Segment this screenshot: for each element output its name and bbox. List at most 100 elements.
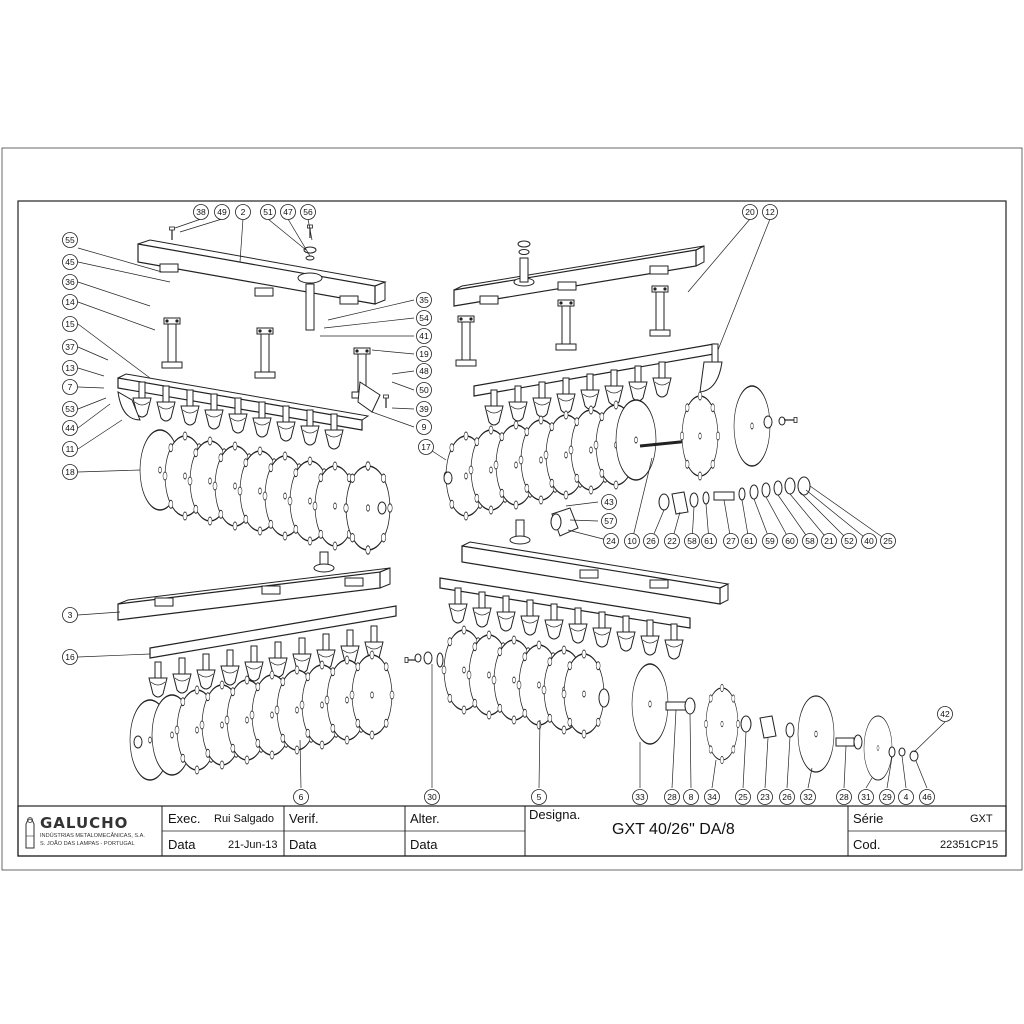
callout-37: 37 [62, 339, 78, 355]
callout-44: 44 [62, 420, 78, 436]
callout-16-label: 16 [65, 652, 75, 662]
data-value: 21-Jun-13 [228, 839, 278, 851]
bottom-right-gang [439, 519, 919, 781]
callout-39-label: 39 [419, 404, 429, 414]
leader-lines [77, 218, 946, 789]
callout-44-label: 44 [65, 423, 75, 433]
callout-58-b: 58 [802, 533, 818, 549]
callout-36-label: 36 [65, 277, 75, 287]
title-block-grid [17, 805, 1007, 857]
cod-value: 22351CP15 [940, 839, 999, 851]
callout-13-label: 13 [65, 363, 75, 373]
callout-49-label: 49 [217, 207, 227, 217]
callout-5: 5 [531, 789, 547, 805]
callout-41: 41 [416, 328, 432, 344]
callout-22: 22 [664, 533, 680, 549]
callout-3: 3 [62, 607, 78, 623]
callout-4-label: 4 [904, 792, 909, 802]
callout-38: 38 [193, 204, 209, 220]
callout-32-label: 32 [803, 792, 813, 802]
callout-6-label: 6 [299, 792, 304, 802]
callout-29-label: 29 [882, 792, 892, 802]
callout-26-label: 26 [646, 536, 656, 546]
outer-frame [1, 147, 1023, 871]
callout-10-label: 10 [627, 536, 637, 546]
callout-25-b-label: 25 [738, 792, 748, 802]
callout-17: 17 [418, 439, 434, 455]
callout-34: 34 [704, 789, 720, 805]
callout-53: 53 [62, 401, 78, 417]
callout-21: 21 [821, 533, 837, 549]
callout-46: 46 [919, 789, 935, 805]
callout-48: 48 [416, 363, 432, 379]
callout-22-label: 22 [667, 536, 677, 546]
callout-30: 30 [424, 789, 440, 805]
callout-31: 31 [858, 789, 874, 805]
callout-55-label: 55 [65, 235, 75, 245]
designation-label: Designa. [529, 807, 581, 822]
callout-51: 51 [260, 204, 276, 220]
callout-26-b: 26 [779, 789, 795, 805]
callout-11-label: 11 [66, 444, 75, 454]
callout-60-label: 60 [785, 536, 795, 546]
callout-8: 8 [683, 789, 699, 805]
callout-31-label: 31 [861, 792, 871, 802]
callout-9: 9 [416, 419, 432, 435]
callout-14-label: 14 [65, 297, 75, 307]
callout-7-label: 7 [68, 382, 73, 392]
callout-59: 59 [762, 533, 778, 549]
callout-48-label: 48 [419, 366, 429, 376]
exec-label: Exec. [168, 811, 201, 826]
callout-59-label: 59 [765, 536, 775, 546]
callout-42-label: 42 [940, 709, 950, 719]
part-callouts: 38 49 2 51 47 56 20 12 55 45 36 14 15 37… [62, 204, 953, 805]
callout-28-label: 28 [667, 792, 677, 802]
callout-55: 55 [62, 232, 78, 248]
callout-5-label: 5 [537, 792, 542, 802]
callout-24-label: 24 [606, 536, 616, 546]
callout-34-label: 34 [707, 792, 717, 802]
callout-43: 43 [601, 494, 617, 510]
callout-33-label: 33 [635, 792, 645, 802]
top-left-gang [117, 224, 393, 555]
callout-18-label: 18 [65, 467, 75, 477]
callout-28: 28 [664, 789, 680, 805]
callout-54-label: 54 [419, 313, 429, 323]
callout-42: 42 [937, 706, 953, 722]
callout-26: 26 [643, 533, 659, 549]
serie-label: Série [853, 811, 884, 826]
callout-6: 6 [293, 789, 309, 805]
callout-43-label: 43 [604, 497, 614, 507]
callout-27: 27 [723, 533, 739, 549]
callout-20: 20 [742, 204, 758, 220]
callout-24: 24 [603, 533, 619, 549]
callout-52: 52 [841, 533, 857, 549]
company-line-2: S. JOÃO DAS LAMPAS - PORTUGAL [40, 841, 135, 847]
callout-61-b: 61 [741, 533, 757, 549]
callout-15: 15 [62, 316, 78, 332]
callout-39: 39 [416, 401, 432, 417]
company-brand: GALUCHO INDÚSTRIAS METALOMECÂNICAS, S.A.… [40, 814, 162, 848]
callout-19-label: 19 [419, 349, 429, 359]
callout-3-label: 3 [68, 610, 73, 620]
callout-36: 36 [62, 274, 78, 290]
callout-2: 2 [235, 204, 251, 220]
callout-15-label: 15 [65, 319, 75, 329]
callout-26-b-label: 26 [782, 792, 792, 802]
callout-58: 58 [684, 533, 700, 549]
callout-11: 11 [62, 441, 78, 457]
callout-12-label: 12 [765, 207, 775, 217]
callout-13: 13 [62, 360, 78, 376]
company-line-1: INDÚSTRIAS METALOMECÂNICAS, S.A. [40, 833, 145, 839]
verif-label: Verif. [289, 811, 319, 826]
callout-25-b: 25 [735, 789, 751, 805]
callout-12: 12 [762, 204, 778, 220]
callout-56: 56 [300, 204, 316, 220]
callout-21-label: 21 [824, 536, 834, 546]
designation-value: GXT 40/26" DA/8 [612, 821, 735, 838]
callout-2-label: 2 [241, 207, 246, 217]
callout-54: 54 [416, 310, 432, 326]
callout-53-label: 53 [65, 404, 75, 414]
verif-data-label: Data [289, 837, 317, 852]
callout-51-label: 51 [263, 207, 273, 217]
